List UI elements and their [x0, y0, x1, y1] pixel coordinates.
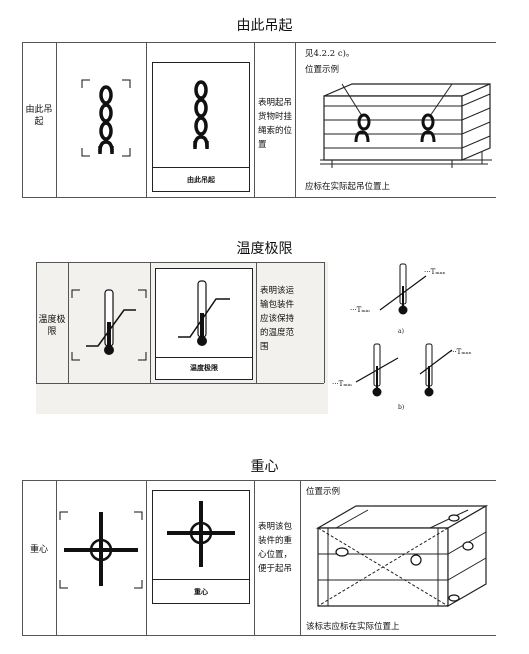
section-heading-lift: 由此吊起 [236, 18, 293, 34]
section-row-lift: 由此吊起 由此吊起 表明起吊货物时挂绳索的位置 见4. [22, 42, 496, 198]
diagram-label-b-min: ···Tₘᵢₙ [332, 380, 353, 388]
symbol-caption: 温度极限 [190, 363, 218, 372]
crate-lift-example-icon [320, 83, 492, 168]
example-note: 应标在实际起吊位置上 [305, 182, 391, 192]
symbol-name-label: 温度极限 [38, 315, 66, 337]
thermometer-examples-icon [355, 263, 453, 397]
symbol-description: 表明该包装件的重心位置，便于起吊 [258, 522, 293, 574]
thermometer-icon [71, 289, 147, 361]
diagram-label-b-max: ···Tₘₐₓ [450, 348, 472, 356]
example-title: 位置示例 [306, 487, 341, 497]
diagram-label-b: b) [398, 404, 405, 411]
symbol-caption: 由此吊起 [187, 175, 215, 184]
temperature-example-panel: ···Tₘₐₓ ···Tₘᵢₙ a) ···Tₘᵢₙ ···Tₘₐₓ b) [328, 262, 488, 414]
diagram-label-a-min: ···Tₘᵢₙ [350, 306, 371, 314]
section-row-gravity: 重心 重心 表明该包装件的重心位置，便于起吊 位置示例 [22, 480, 496, 636]
reference-note: 见4.2.2 c)。 [305, 49, 355, 59]
chain-icon-boxed [193, 80, 209, 149]
symbol-name-label: 重心 [29, 545, 48, 555]
symbol-caption: 重心 [194, 587, 208, 596]
diagram-label-a-max: ···Tₘₐₓ [424, 268, 446, 276]
symbol-name-label: 由此吊起 [25, 105, 53, 127]
symbol-box: 温度极限 [155, 268, 253, 380]
example-note: 该标志应标在实际位置上 [306, 622, 400, 632]
center-of-gravity-icon-boxed [167, 501, 235, 567]
section-row-temperature: 温度极限 温度极限 表明该运输包装件应该保持的温度范围 [36, 262, 488, 414]
section-heading-gravity: 重心 [250, 459, 279, 475]
center-of-gravity-icon [59, 511, 143, 589]
diagram-label-a: a) [398, 328, 404, 335]
symbol-description: 表明起吊货物时挂绳索的位置 [258, 98, 293, 150]
symbol-box: 重心 [152, 490, 250, 604]
chain-icon [81, 79, 131, 157]
symbol-box: 由此吊起 [152, 62, 250, 192]
crate-gravity-example-icon [315, 504, 489, 608]
symbol-description: 表明该运输包装件应该保持的温度范围 [260, 286, 295, 352]
thermometer-icon-boxed [178, 280, 230, 346]
example-title: 位置示例 [305, 65, 340, 75]
section-heading-temperature: 温度极限 [236, 241, 293, 257]
